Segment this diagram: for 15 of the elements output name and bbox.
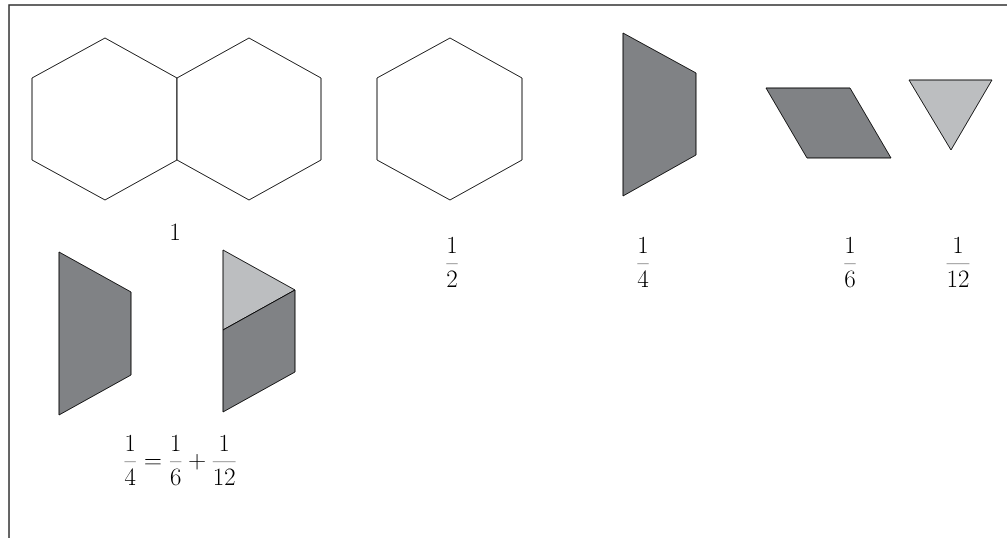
triangle <box>222 249 296 331</box>
hexagon <box>176 37 322 201</box>
fraction-label: $\frac{1}{4}$ <box>637 236 649 287</box>
rhombus <box>765 87 892 159</box>
rhombus <box>222 289 296 413</box>
triangle <box>908 79 993 151</box>
fraction-label: $\frac{1}{12}$ <box>946 236 970 287</box>
hexagon <box>376 37 523 201</box>
trapezoid <box>58 251 132 416</box>
fraction-label: $\frac{1}{6}$ <box>844 236 856 288</box>
hexagon <box>31 37 178 201</box>
fraction-label: $\frac{1}{2}$ <box>446 236 458 287</box>
equation: $\frac{1}{4}=\frac{1}{6}+\frac{1}{12}$ <box>124 434 236 486</box>
number-label: $1$ <box>171 223 179 240</box>
trapezoid <box>622 32 697 197</box>
